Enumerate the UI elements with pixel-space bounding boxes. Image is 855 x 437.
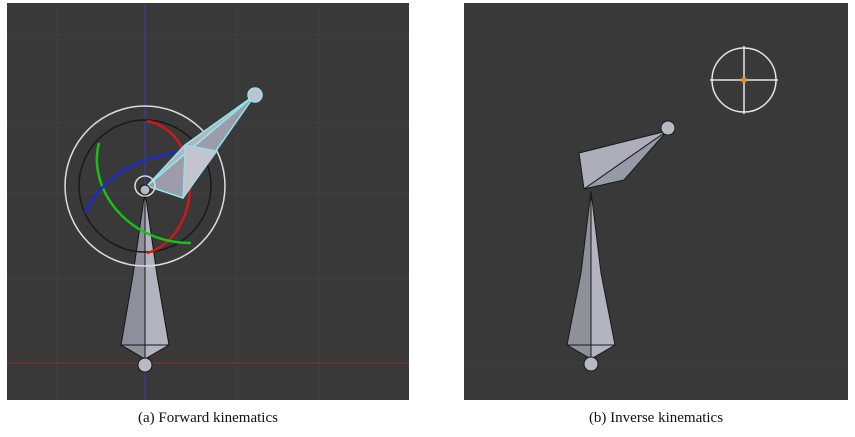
- bone-head-joint: [139, 184, 151, 196]
- viewport-canvas-b[interactable]: [464, 3, 848, 400]
- forward-kinematics-viewport[interactable]: [7, 3, 409, 400]
- caption-forward-kinematics: (a) Forward kinematics: [138, 410, 278, 426]
- upper-bone[interactable]: [578, 130, 668, 190]
- lower-bone[interactable]: [120, 190, 170, 360]
- lower-bone[interactable]: [566, 190, 616, 360]
- ik-target-cursor-icon[interactable]: [710, 46, 778, 114]
- viewport-grid: [7, 3, 409, 400]
- bone-joint-icon[interactable]: [583, 356, 599, 372]
- gizmo-center[interactable]: [134, 175, 156, 197]
- caption-inverse-kinematics: (b) Inverse kinematics: [588, 410, 724, 426]
- viewport-canvas-a[interactable]: [7, 3, 409, 400]
- bone-joint-icon[interactable]: [137, 357, 153, 373]
- bone-tip-joint[interactable]: [660, 120, 676, 136]
- selected-upper-bone[interactable]: [145, 94, 256, 200]
- bone-tip-joint[interactable]: [247, 87, 263, 103]
- inverse-kinematics-viewport[interactable]: [464, 3, 848, 400]
